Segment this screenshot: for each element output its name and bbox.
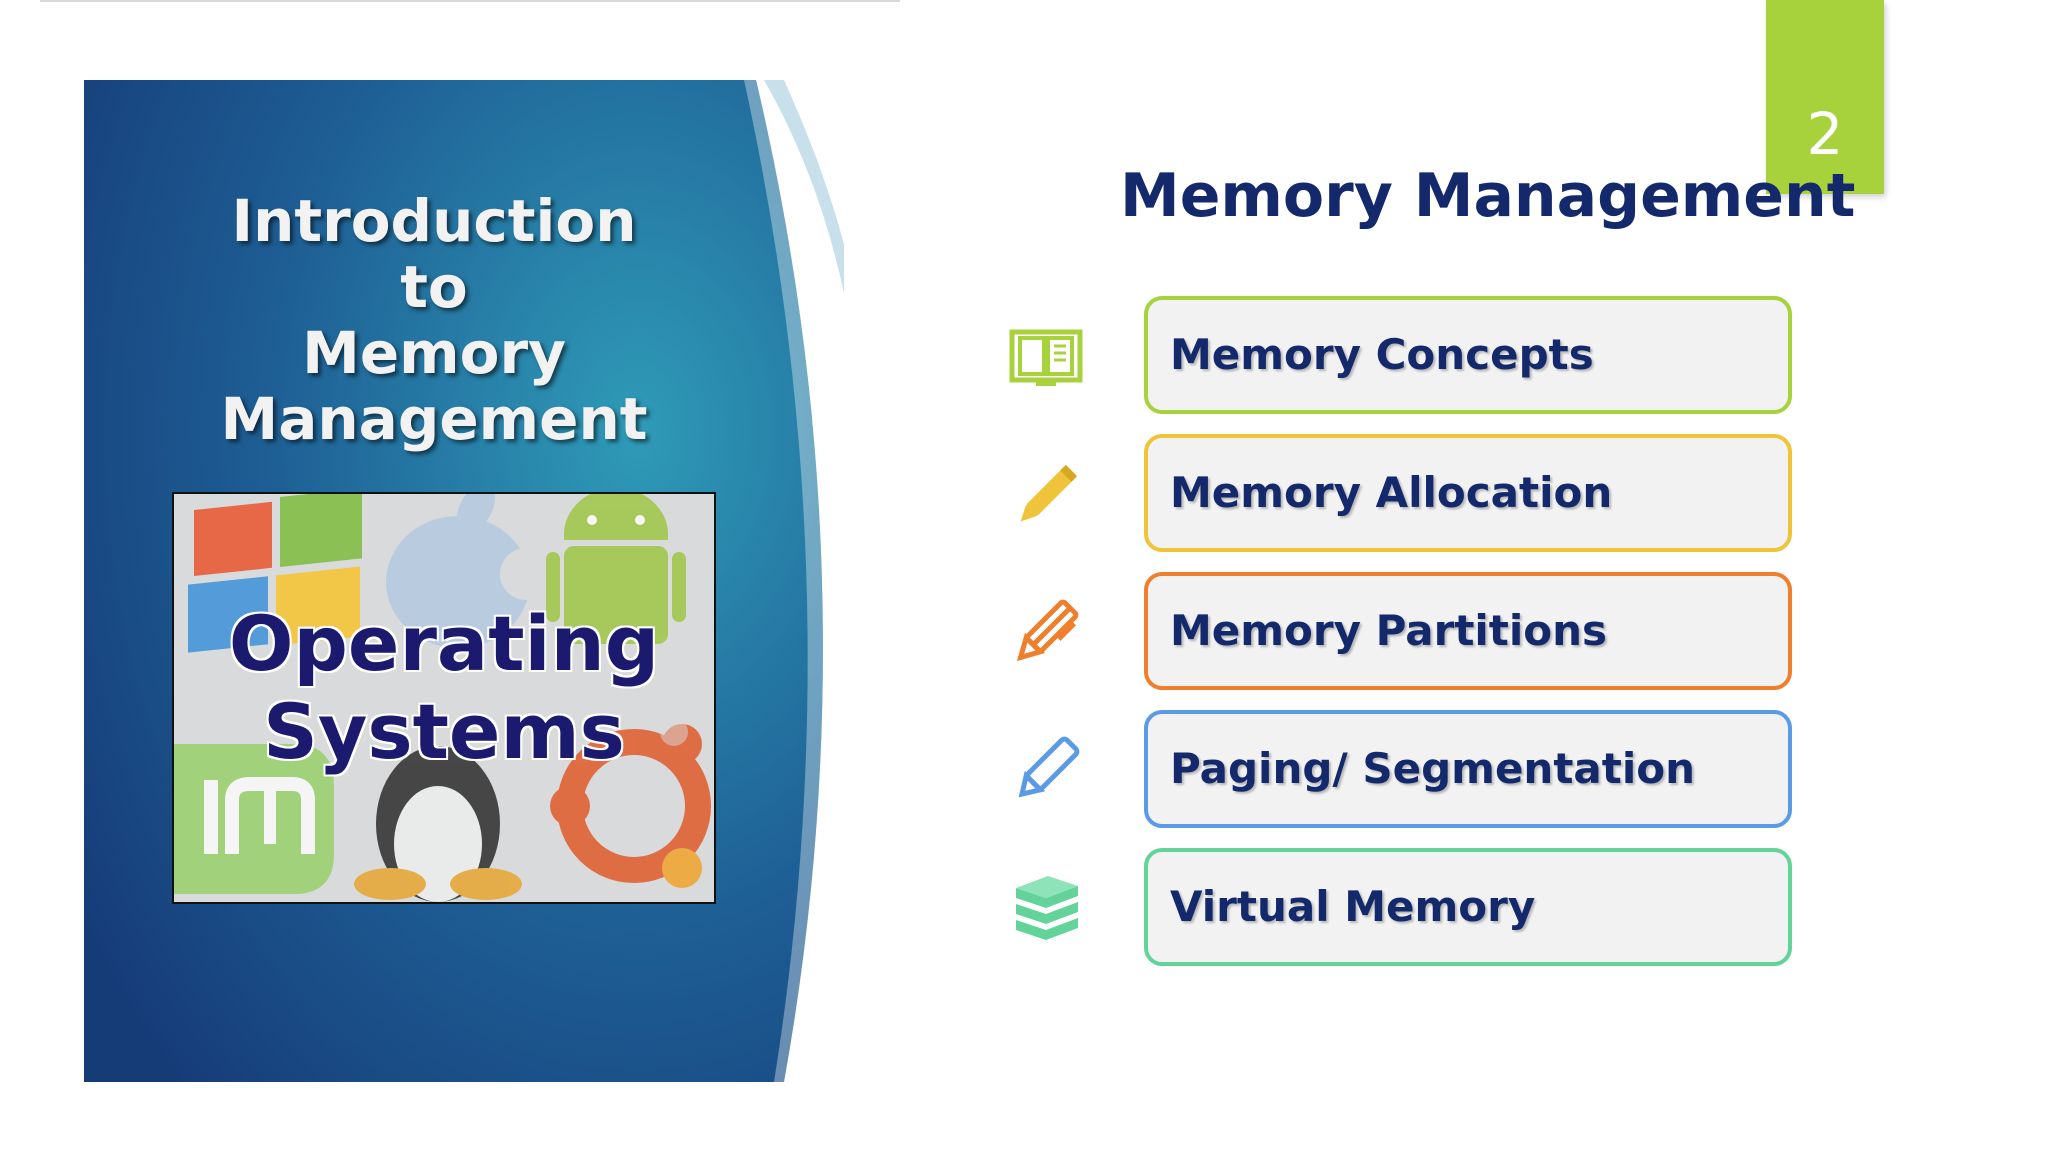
operating-systems-image: Operating Systems [172,492,716,904]
ubuntu-logo-icon [550,718,711,888]
android-logo-icon [546,494,686,644]
panel-title-line-1: Introduction [231,187,637,255]
panel-title-line-3: Memory [302,319,566,387]
pencil-icon [1008,458,1084,534]
os-image-text-line-2: Systems [263,687,625,776]
slide-number: 2 [1806,100,1844,168]
panel-title-line-2: to [400,253,468,321]
os-image-text-line-1: Operating [228,599,660,688]
menu-item-label: Memory Partitions [1170,606,1608,655]
menu-item-label: Memory Concepts [1170,330,1594,379]
menu-item-virtual-memory[interactable]: Virtual Memory [1144,848,1792,966]
menu-item-memory-partitions[interactable]: Memory Partitions [1144,572,1792,690]
slide-number-badge: 2 [1766,0,1884,194]
title-panel: Introduction to Memory Management [84,80,844,1082]
books-stack-icon [1008,868,1084,944]
slide-heading: Memory Management [1120,161,1856,231]
menu-item-paging-segmentation[interactable]: Paging/ Segmentation [1144,710,1792,828]
panel-title-line-4: Management [220,385,648,453]
menu-item-label: Memory Allocation [1170,468,1613,517]
panel-title: Introduction to Memory Management [84,188,784,452]
tux-penguin-icon [354,746,522,902]
marker-icon [1008,732,1084,808]
os-logos-collage [174,494,711,902]
pen-icon [1008,594,1084,670]
menu-item-label: Virtual Memory [1170,882,1536,931]
apple-logo-icon [386,494,552,648]
linux-mint-logo-icon [174,744,334,894]
menu-item-memory-allocation[interactable]: Memory Allocation [1144,434,1792,552]
menu-item-memory-concepts[interactable]: Memory Concepts [1144,296,1792,414]
windows-logo-icon [188,494,362,653]
menu-item-label: Paging/ Segmentation [1170,744,1695,793]
book-icon [1008,320,1084,396]
top-divider [40,0,900,2]
